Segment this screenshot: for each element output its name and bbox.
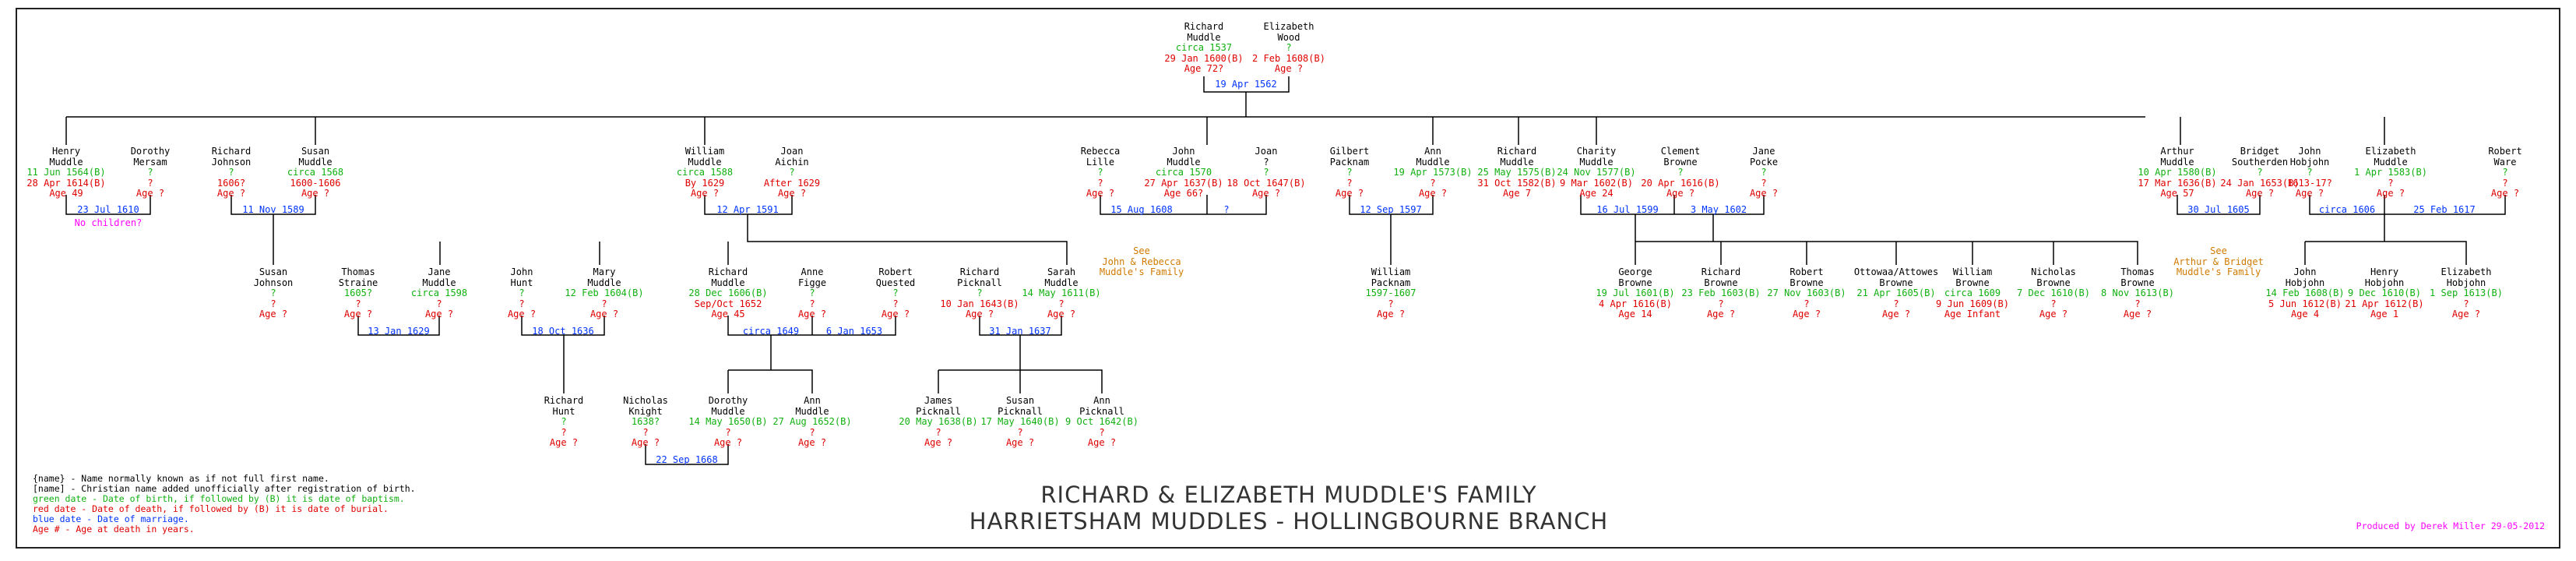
marriage-date-m1: 19 Apr 1562 xyxy=(1215,79,1277,90)
marriage-date-mary: 18 Oct 1636 xyxy=(532,326,594,337)
tree-frame xyxy=(16,8,2560,549)
marriage-date-richard3-a: circa 1649 xyxy=(742,326,800,337)
marriage-bracket-john xyxy=(1100,195,1267,215)
marriage-date-nicholas: 22 Sep 1668 xyxy=(656,454,718,465)
marriage-bracket-arthur xyxy=(2177,195,2261,215)
marriage-date-william: 12 Apr 1591 xyxy=(716,204,779,215)
person-joan-unknown[interactable]: Joan??18 Oct 1647(B)Age ? xyxy=(1226,146,1306,199)
chart-subtitle: HARRIETSHAM MUDDLES - HOLLINGBOURNE BRAN… xyxy=(969,508,1609,535)
legend-line-death: red date - Date of death, if followed by… xyxy=(33,503,389,514)
marriage-date-john-b: ? xyxy=(1223,204,1230,215)
marriage-date-elizabeth-a: circa 1606 xyxy=(2318,204,2376,215)
marriage-date-susan: 11 Nov 1589 xyxy=(242,204,304,215)
marriage-bracket-mary xyxy=(521,316,605,336)
marriage-date-richard3-b: 6 Jan 1653 xyxy=(825,326,883,337)
marriage-bracket-richard3 xyxy=(727,316,896,336)
marriage-date-ann: 12 Sep 1597 xyxy=(1360,204,1422,215)
marriage-date-henry: 23 Jul 1610 xyxy=(77,204,139,215)
producer-credit: Produced by Derek Miller 29-05-2012 xyxy=(2356,520,2545,531)
legend-line-name: {name} - Name normally known as if not f… xyxy=(33,473,329,484)
marriage-date-sarah: 31 Jan 1637 xyxy=(989,326,1051,337)
note-no-children: No children? xyxy=(74,217,143,228)
marriage-date-jane: 13 Jan 1629 xyxy=(368,326,430,337)
marriage-bracket-william xyxy=(704,195,793,215)
legend-line-christian: [name] - Christian name added unofficial… xyxy=(33,483,416,494)
marriage-bracket-charity xyxy=(1580,195,1765,215)
marriage-bracket-nicholas xyxy=(645,444,729,465)
marriage-date-charity-b: 3 May 1602 xyxy=(1690,204,1747,215)
marriage-date-elizabeth-b: 25 Feb 1617 xyxy=(2413,204,2476,215)
marriage-bracket-elizabeth xyxy=(2309,195,2506,215)
legend-line-age: Age # - Age at death in years. xyxy=(33,524,195,535)
legend-line-marriage: blue date - Date of marriage. xyxy=(33,513,189,524)
legend: {name} - Name normally known as if not f… xyxy=(33,474,416,535)
marriage-date-john-a: 15 Aug 1608 xyxy=(1110,204,1173,215)
marriage-date-charity-a: 16 Jul 1599 xyxy=(1596,204,1659,215)
marriage-bracket-jane xyxy=(357,316,440,336)
legend-line-birth: green date - Date of birth, if followed … xyxy=(33,493,405,504)
marriage-date-arthur: 30 Jul 1605 xyxy=(2187,204,2250,215)
marriage-bracket-henry xyxy=(65,195,151,215)
chart-title: RICHARD & ELIZABETH MUDDLE'S FAMILY xyxy=(1040,482,1537,508)
